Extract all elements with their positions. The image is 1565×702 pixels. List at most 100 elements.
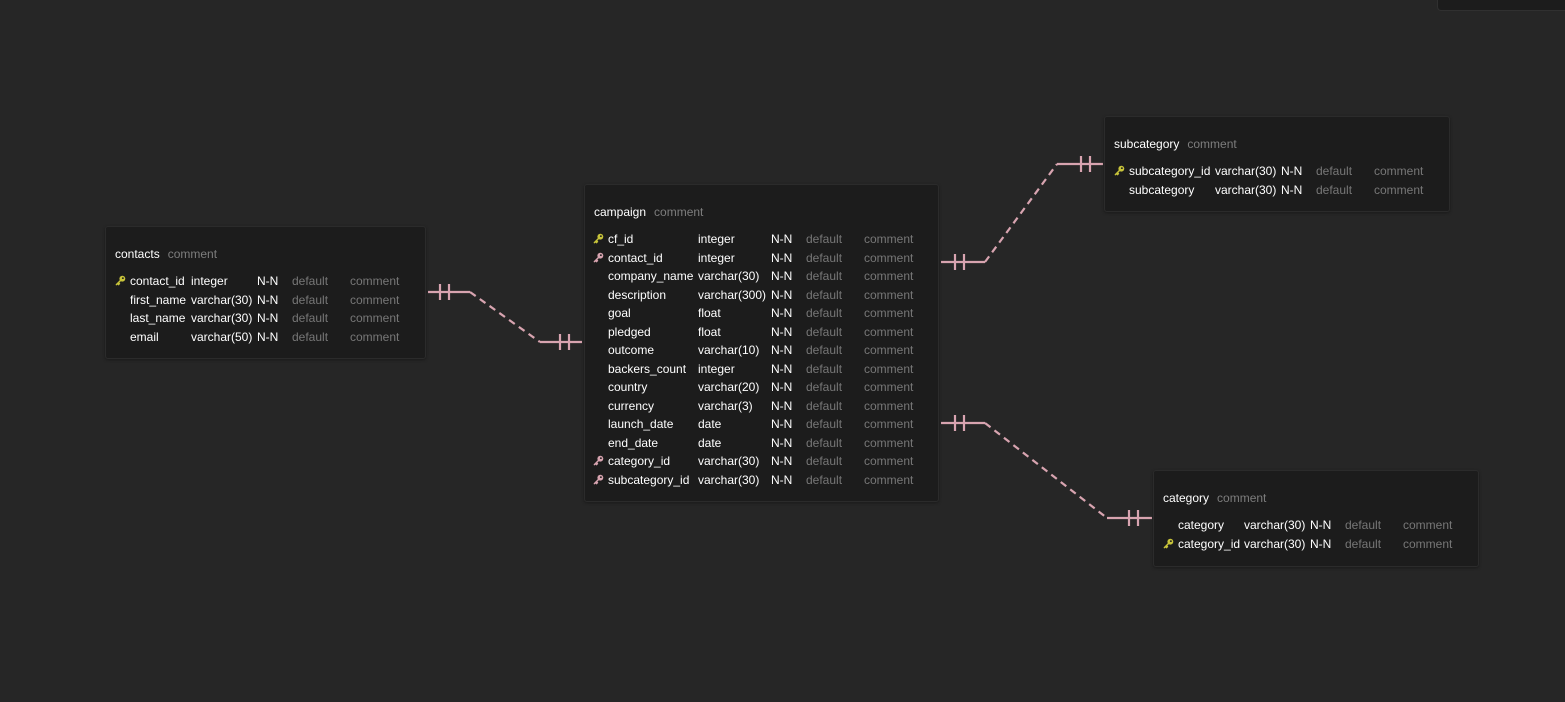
column-null: N-N (1281, 164, 1303, 178)
connector-line (984, 163, 1058, 263)
column-name: subcategory_id (1129, 164, 1211, 178)
column-type: varchar(30) (191, 311, 253, 325)
column-type: date (698, 435, 722, 450)
primary-key-icon (1163, 538, 1174, 548)
column-comment: comment (864, 287, 914, 302)
column-default: default (1345, 518, 1382, 532)
column-default: default (292, 292, 329, 307)
column-comment: comment (864, 417, 914, 431)
table-comment: comment (1187, 137, 1237, 151)
column-null: N-N (771, 306, 793, 320)
column-type: varchar(300) (698, 287, 767, 302)
column-comment: comment (864, 324, 914, 339)
column-default: default (806, 361, 843, 376)
column-comment: comment (864, 361, 914, 376)
column-name: goal (608, 306, 631, 320)
table-header[interactable]: contacts comment (115, 247, 217, 261)
column-null: N-N (771, 324, 793, 339)
column-name: category (1178, 518, 1225, 532)
column-name: contact_id (130, 274, 185, 288)
column-comment: comment (864, 472, 914, 487)
table-name: contacts (115, 247, 160, 261)
column-default: default (806, 324, 843, 339)
column-null: N-N (257, 292, 279, 307)
column-type: integer (698, 361, 735, 376)
relationship-campaign-category[interactable] (941, 415, 1152, 526)
column-null: N-N (771, 417, 793, 431)
column-type: varchar(30) (1244, 536, 1306, 551)
column-default: default (292, 329, 329, 344)
column-type: varchar(30) (1215, 164, 1277, 178)
column-name: outcome (608, 343, 655, 357)
column-comment: comment (1403, 518, 1453, 532)
table-comment: comment (167, 247, 218, 261)
column-name: end_date (608, 435, 659, 450)
column-name: email (130, 329, 159, 344)
column-null: N-N (1281, 182, 1303, 197)
column-null: N-N (771, 435, 793, 450)
column-null: N-N (771, 287, 793, 302)
primary-key-icon (115, 275, 126, 286)
column-null: N-N (771, 398, 793, 413)
column-type: date (698, 417, 722, 431)
column-type: integer (191, 274, 228, 288)
column-comment: comment (350, 311, 400, 325)
column-name: subcategory_id (608, 472, 690, 487)
relationship-campaign-subcategory[interactable] (941, 156, 1103, 270)
column-type: varchar(50) (191, 329, 253, 344)
column-default: default (806, 269, 843, 283)
table-name: subcategory (1114, 137, 1180, 151)
column-null: N-N (257, 311, 279, 325)
column-comment: comment (350, 292, 400, 307)
column-default: default (806, 435, 843, 450)
column-comment: comment (864, 250, 914, 265)
table-header[interactable]: subcategory comment (1114, 137, 1237, 151)
column-type: varchar(30) (698, 269, 760, 283)
column-name: subcategory (1129, 182, 1195, 197)
column-type: varchar(30) (698, 472, 760, 487)
column-default: default (806, 398, 843, 413)
primary-key-icon (1114, 165, 1125, 176)
column-type: varchar(30) (191, 292, 253, 307)
table-subcategory[interactable]: subcategory comment subcategory_id varchar(… (1104, 116, 1450, 212)
table-comment: comment (1217, 491, 1267, 505)
column-default: default (806, 380, 843, 394)
relationship-contacts-campaign[interactable] (428, 284, 582, 350)
column-default: default (292, 274, 329, 288)
column-type: varchar(10) (698, 343, 760, 357)
column-null: N-N (1310, 536, 1332, 551)
column-type: varchar(3) (698, 398, 753, 413)
column-type: varchar(30) (698, 454, 760, 468)
column-type: float (698, 306, 721, 320)
column-name: category_id (1178, 536, 1241, 551)
